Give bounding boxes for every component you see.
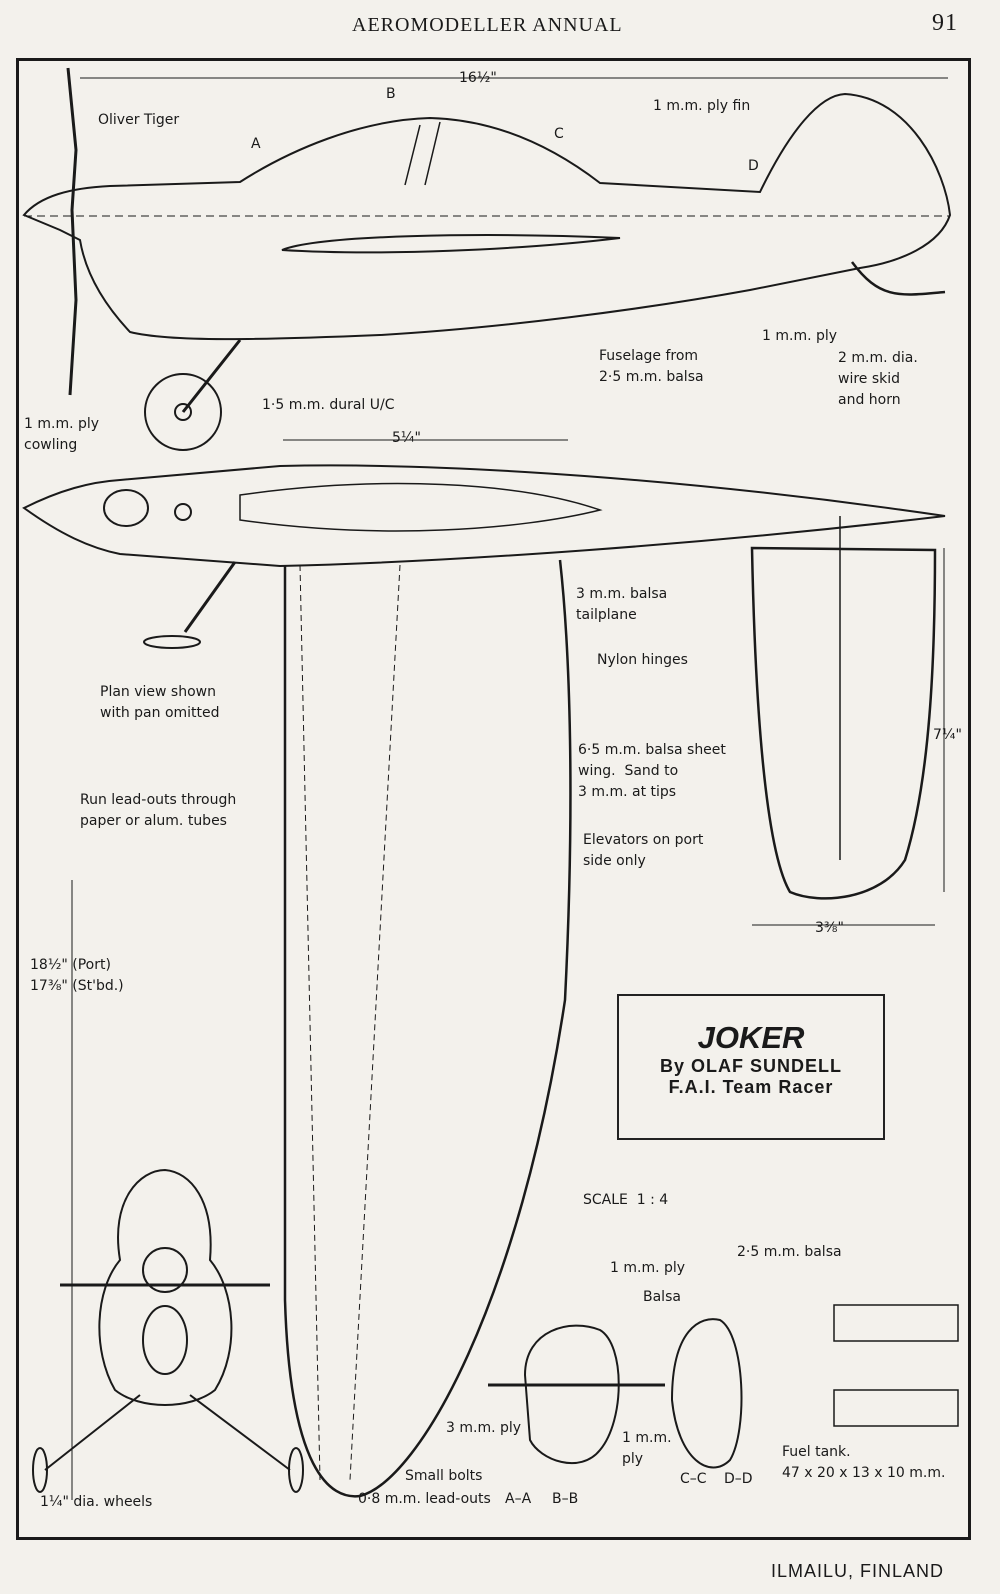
wingspan-stbd: 17⅜" (St'bd.) [30,978,124,994]
skid-label: 2 m.m. dia. wire skid and horn [838,350,918,408]
balsa-cs-label: 2·5 m.m. balsa [737,1244,842,1260]
ply-cs-label: 1 m.m. ply [610,1260,686,1276]
section-a-top: A [251,136,261,152]
elevators-label: Elevators on port side only [583,832,704,869]
length-dimension: 16½" [459,70,497,86]
side-view [22,67,952,451]
section-bb: B–B [552,1491,579,1507]
fuselage-label: Fuselage from 2·5 m.m. balsa [599,348,704,385]
ply-1mm-b-label: 1 m.m. ply [622,1430,672,1467]
section-c-top: C [554,126,564,142]
page-number: 91 [932,10,958,36]
section-dd: D–D [724,1471,753,1487]
model-class: F.A.I. Team Racer [668,1077,834,1097]
tail-chord-dimension: 3⅜" [815,920,844,936]
wing-center-dimension: 5¼" [392,430,421,446]
section-aa: A–A [505,1491,532,1507]
cowling-label: 1 m.m. ply cowling [24,416,100,453]
fin-label: 1 m.m. ply fin [653,98,751,114]
leadouts-tubes-label: Run lead-outs through paper or alum. tub… [80,792,237,829]
tail-span-dimension: 7¼" [933,727,962,743]
section-d-top: D [748,158,759,174]
drawing-frame [16,58,971,1540]
wingspan-port: 18½" (Port) [30,957,111,973]
tank-label: Fuel tank. 47 x 20 x 13 x 10 m.m. [782,1444,946,1481]
uc-label: 1·5 m.m. dural U/C [262,397,395,413]
section-b-top: B [386,86,396,102]
tailplane-label: 3 m.m. balsa tailplane [576,586,668,623]
title-box: JOKER By OLAF SUNDELL F.A.I. Team Racer [617,994,885,1140]
ply-1mm-label: 1 m.m. ply [762,328,838,344]
model-author: By OLAF SUNDELL [659,1056,842,1076]
engine-label: Oliver Tiger [98,112,180,128]
model-name: JOKER [697,1020,805,1055]
balsa-label: Balsa [643,1289,681,1305]
hinges-label: Nylon hinges [597,652,688,668]
leadouts-label: 0·8 m.m. lead-outs [358,1491,491,1507]
header-title: AEROMODELLER ANNUAL [352,14,623,36]
wheels-label: 1¼" dia. wheels [40,1494,153,1510]
ply-3mm-label: 3 m.m. ply [446,1420,522,1436]
footer-credit: ILMAILU, FINLAND [770,1561,944,1581]
wing-label: 6·5 m.m. balsa sheet wing. Sand to 3 m.m… [578,742,726,800]
plan-view [22,77,959,1500]
bolts-label: Small bolts [405,1468,483,1484]
plan-note-label: Plan view shown with pan omitted [100,684,220,721]
section-cc: C–C [680,1471,707,1487]
scale-label: SCALE 1 : 4 [583,1192,669,1208]
